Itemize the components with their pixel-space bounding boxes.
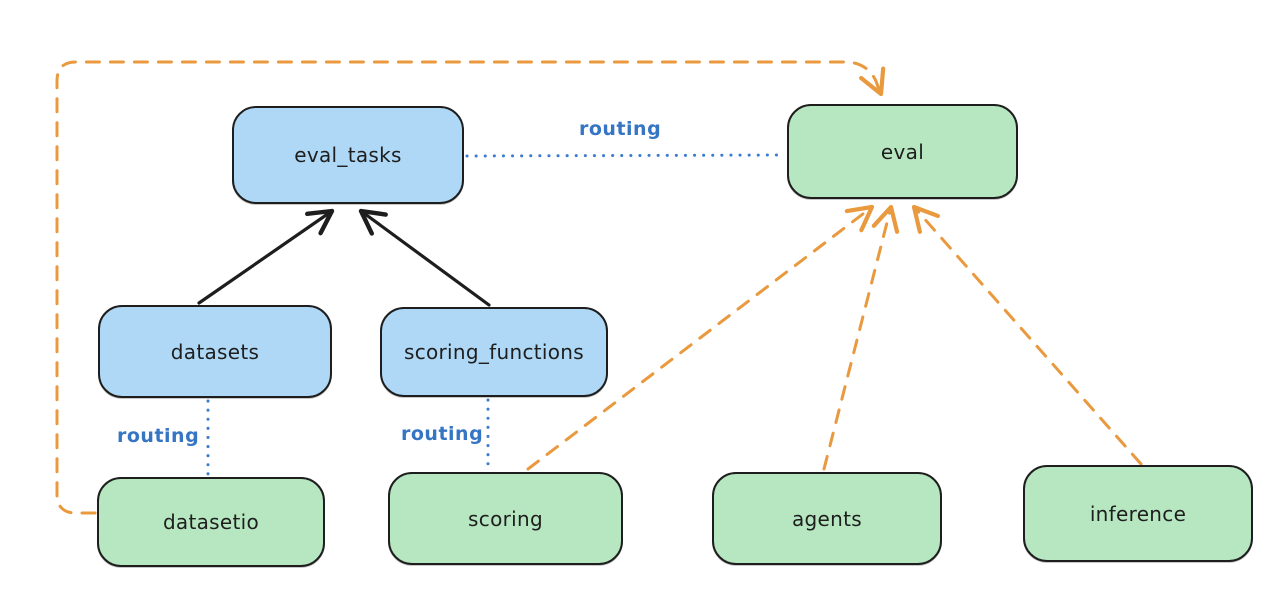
edge-inference-to-eval — [911, 204, 1143, 466]
node-inference: inference — [1023, 465, 1253, 562]
node-scoring-functions-label: scoring_functions — [403, 340, 585, 364]
node-eval-label: eval — [880, 139, 925, 164]
node-agents-label: agents — [792, 506, 862, 531]
node-scoring: scoring — [388, 472, 623, 565]
edge-scoring-to-eval — [526, 204, 875, 471]
edge-label-routing-scoring-functions-scoring: routing — [401, 423, 484, 445]
node-datasetio-label: datasetio — [162, 510, 260, 534]
node-eval: eval — [787, 104, 1018, 199]
node-agents: agents — [712, 472, 942, 565]
edge-agents-to-eval — [822, 204, 900, 471]
node-datasets-label: datasets — [170, 339, 260, 364]
node-scoring-label: scoring — [468, 506, 543, 531]
edge-label-routing-datasets-datasetio: routing — [117, 425, 200, 447]
node-inference-label: inference — [1089, 501, 1187, 526]
node-eval-tasks-label: eval_tasks — [294, 143, 402, 167]
node-eval-tasks: eval_tasks — [232, 106, 464, 204]
edge-scoring_functions-to-eval_tasks — [358, 208, 491, 307]
edge-label-routing-eval-tasks-eval: routing — [579, 118, 662, 140]
node-datasetio: datasetio — [97, 477, 325, 567]
edge-datasets-to-eval_tasks — [197, 208, 335, 305]
node-datasets: datasets — [98, 305, 332, 398]
edge-datasetio-to-eval — [55, 60, 886, 515]
edge-eval_tasks-to-eval-routing — [465, 153, 787, 158]
node-scoring-functions: scoring_functions — [380, 307, 608, 397]
